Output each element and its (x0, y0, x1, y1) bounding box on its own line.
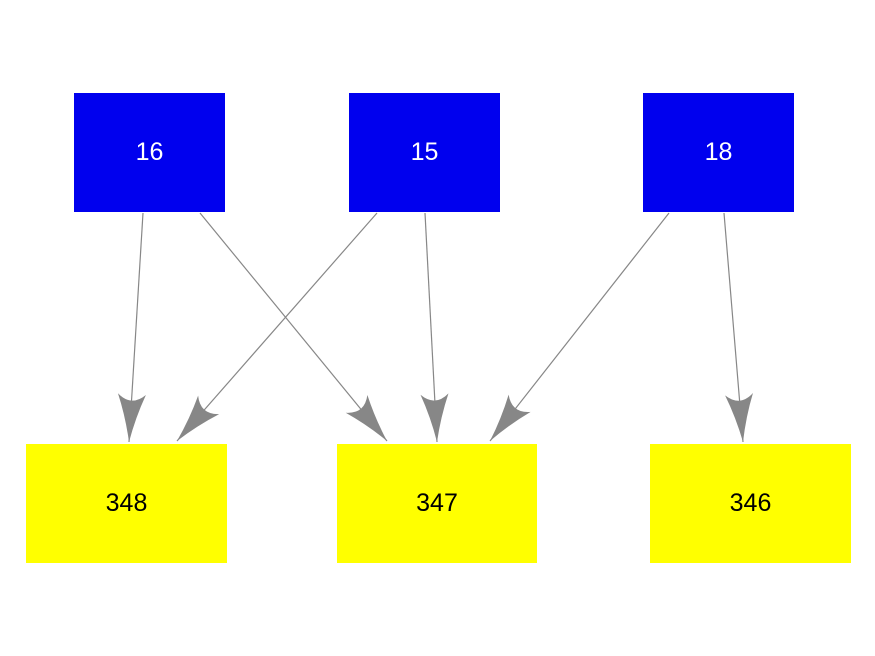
node-16: 16 (74, 93, 225, 212)
edge-16-to-348 (117, 212, 146, 443)
edge-15-to-347 (420, 212, 449, 443)
node-347: 347 (337, 444, 537, 563)
node-label-18: 18 (704, 138, 733, 166)
node-346: 346 (650, 444, 851, 563)
node-label-348: 348 (105, 489, 148, 517)
node-label-347: 347 (416, 489, 458, 517)
edge-16-to-347 (199, 212, 388, 442)
edge-18-to-346 (723, 212, 753, 443)
edge-18-to-347 (489, 212, 670, 442)
node-label-346: 346 (729, 489, 772, 517)
node-label-15: 15 (410, 138, 439, 166)
node-label-16: 16 (135, 138, 164, 166)
edge-15-to-348 (176, 212, 378, 442)
node-348: 348 (26, 444, 227, 563)
node-18: 18 (643, 93, 794, 212)
node-15: 15 (349, 93, 500, 212)
